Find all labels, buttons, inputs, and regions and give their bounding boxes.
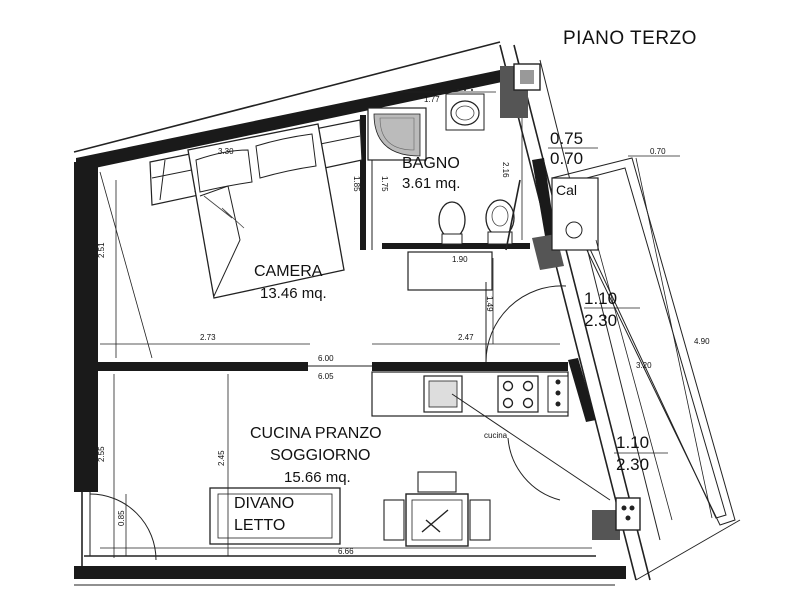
- kitchen-pointer-line: [451, 393, 611, 501]
- opening-top-lower: 0.70: [550, 149, 583, 168]
- bottom-wall: [74, 566, 626, 579]
- bathroom-left-wall: [360, 115, 366, 250]
- dim-247: 2.47: [458, 333, 474, 342]
- stove-icon: [497, 375, 539, 413]
- balcony-tie: [635, 519, 741, 581]
- dim-177: 1.77: [424, 95, 440, 104]
- camera-area: 13.46 mq.: [260, 285, 327, 302]
- dim-273: 2.73: [200, 333, 216, 342]
- dim-070: 0.70: [650, 147, 666, 156]
- facade-wall-upper: [532, 158, 556, 242]
- toilet-icon: [485, 199, 515, 245]
- dim-245: 2.45: [217, 450, 226, 466]
- hood-icon: [547, 375, 569, 413]
- dim-line-320: [595, 239, 673, 521]
- dim-216: 2.16: [501, 162, 510, 178]
- column-top: [500, 63, 541, 118]
- cucina-small-label: cucina: [484, 431, 508, 440]
- bidet-icon: [438, 201, 466, 245]
- dim-490: 4.90: [694, 337, 710, 346]
- dim-320: 3.20: [636, 361, 652, 370]
- kitchen-door-arc: [507, 437, 561, 501]
- washbasin-icon: [445, 89, 485, 131]
- divano-label-2: LETTO: [234, 517, 285, 534]
- dim-line-490: [635, 157, 713, 519]
- opening-mid-lower: 2.30: [584, 311, 617, 330]
- facade-line-2: [513, 44, 651, 581]
- sink-icon: [423, 375, 463, 413]
- dim-666: 6.66: [338, 547, 354, 556]
- opening-bot-lower: 2.30: [616, 455, 649, 474]
- opening-bot-upper: 1.10: [616, 433, 649, 452]
- dim-255: 2.55: [97, 446, 106, 462]
- facade-line-3: [539, 59, 661, 541]
- cucina-area: 15.66 mq.: [284, 469, 351, 486]
- chair-left: [383, 499, 405, 541]
- top-wall: [76, 70, 502, 172]
- camera-name: CAMERA: [254, 263, 323, 280]
- bagno-area: 3.61 mq.: [402, 175, 460, 192]
- top-wall-outer-line: [73, 41, 501, 153]
- chair-right: [469, 499, 491, 541]
- balcony-outline-inner: [559, 167, 727, 519]
- opening-top-upper: 0.75: [550, 129, 583, 148]
- dim-330: 3.30: [218, 147, 234, 156]
- dim-085: 0.85: [117, 510, 126, 526]
- dim-185: 1.85: [352, 176, 361, 192]
- facade-line-1: [499, 44, 637, 581]
- bathroom-bottom-wall: [382, 243, 530, 249]
- dining-table-icon: [405, 493, 469, 547]
- opening-mid-upper: 1.10: [584, 289, 617, 308]
- middle-wall: [98, 362, 308, 371]
- bagno-name: BAGNO: [402, 155, 460, 172]
- entry-door-arc: [89, 493, 157, 561]
- bed-icon: [187, 123, 345, 299]
- cucina-name-2: SOGGIORNO: [270, 447, 370, 464]
- balcony-outline: [551, 157, 736, 526]
- bedroom-door-arc: [485, 285, 567, 363]
- dim-190: 1.90: [452, 255, 468, 264]
- divano-label-1: DIVANO: [234, 495, 294, 512]
- left-wall: [74, 162, 98, 492]
- plan-title: PIANO TERZO: [563, 28, 697, 49]
- cal-label: Cal: [556, 182, 577, 198]
- dim-149: 1.49: [485, 296, 494, 312]
- cucina-name-1: CUCINA PRANZO: [250, 425, 382, 442]
- column-bottom: [592, 497, 641, 540]
- sofa-bed-icon: [209, 487, 341, 545]
- shower-icon: [367, 107, 427, 161]
- bathroom-door: [505, 179, 521, 251]
- bathroom-cabinet: [407, 251, 493, 291]
- dim-175: 1.75: [380, 176, 389, 192]
- dim-diag-left: [99, 171, 153, 359]
- facade-wall-mid: [568, 358, 596, 422]
- chair-top: [417, 471, 457, 493]
- dim-605: 6.05: [318, 372, 334, 381]
- dim-251: 2.51: [97, 242, 106, 258]
- dim-600: 6.00: [318, 354, 334, 363]
- boiler-icon: [565, 221, 583, 239]
- middle-wall-right: [372, 362, 568, 371]
